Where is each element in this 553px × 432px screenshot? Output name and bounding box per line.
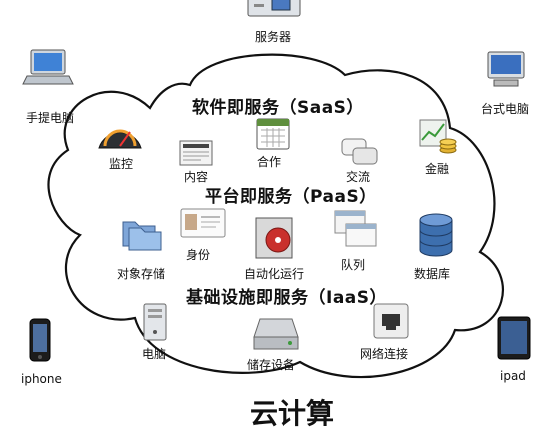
id-card-icon [180, 208, 226, 238]
coins-chart-icon [419, 119, 457, 154]
comm-label: 交流 [346, 170, 371, 184]
database-label: 数据库 [414, 267, 451, 281]
iaas-heading: 基础设施即服务（IaaS） [186, 288, 388, 308]
newspaper-icon [179, 140, 213, 166]
folders-icon [122, 221, 162, 251]
desktop-label: 台式电脑 [481, 102, 530, 116]
hard-drive-icon [253, 318, 299, 350]
calendar-icon [256, 118, 290, 150]
windows-stack-icon [334, 210, 377, 247]
laptop-icon [22, 49, 74, 85]
desktop-icon [487, 51, 525, 87]
storage-device-label: 储存设备 [247, 358, 296, 372]
database-cylinder-icon [419, 213, 453, 257]
gauge-icon [98, 129, 142, 149]
identity-label: 身份 [186, 248, 211, 262]
queue-label: 队列 [341, 258, 366, 272]
chat-bubbles-icon [341, 138, 378, 165]
ethernet-port-icon [373, 303, 409, 339]
cloud-outline [47, 53, 504, 379]
content-label: 内容 [184, 170, 209, 184]
computer-label: 电脑 [142, 347, 167, 361]
network-label: 网络连接 [360, 347, 409, 361]
tower-pc-icon [143, 303, 167, 341]
saas-heading: 软件即服务（SaaS） [192, 98, 364, 118]
monitor-label: 监控 [109, 157, 134, 171]
server-icon [247, 0, 301, 17]
paas-heading: 平台即服务（PaaS） [205, 187, 377, 207]
ipad-icon [497, 316, 531, 360]
object-store-label: 对象存储 [117, 267, 166, 281]
laptop-label: 手提电脑 [26, 111, 75, 125]
ipad-label: ipad [500, 369, 526, 383]
footer-title: 云计算 [250, 397, 335, 430]
automation-label: 自动化运行 [244, 267, 305, 281]
iphone-icon [29, 318, 51, 362]
finance-label: 金融 [425, 162, 450, 176]
collab-label: 合作 [257, 155, 282, 169]
server-label: 服务器 [255, 30, 292, 44]
disc-box-icon [255, 217, 293, 259]
iphone-label: iphone [21, 372, 62, 386]
